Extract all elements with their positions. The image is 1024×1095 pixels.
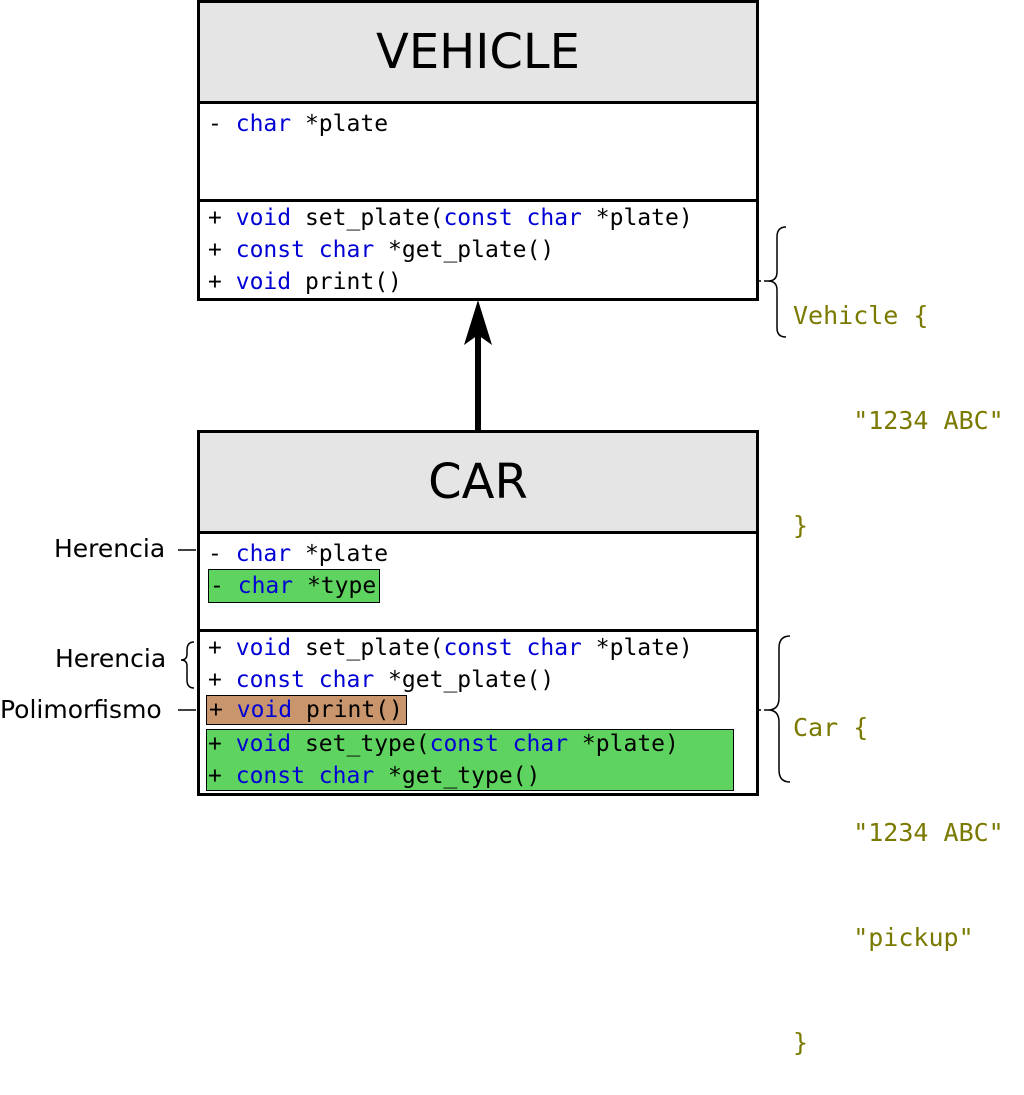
car-note-line-3: "pickup" (793, 923, 974, 952)
car-class-box: CAR - char *plate - char *type + void se… (197, 430, 759, 796)
vehicle-note-brace (767, 226, 787, 338)
herencia-attr-label: Herencia (54, 534, 166, 563)
car-method-print-override: + void print() (206, 695, 407, 725)
inheritance-arrowhead (464, 300, 492, 345)
car-note-line-2: "1234 ABC" (793, 818, 1004, 847)
car-new-methods-highlight (206, 729, 734, 791)
car-note-line-1: Car { (793, 713, 869, 742)
vehicle-note-line-1: Vehicle { (793, 301, 929, 330)
car-methods-section: + void set_plate(const char *plate) + co… (200, 632, 756, 793)
car-method-set-plate: + void set_plate(const char *plate) (208, 635, 693, 661)
car-instance-note: Car { "1234 ABC" "pickup" } (793, 640, 1004, 1095)
vehicle-class-box: VEHICLE - char *plate + void set_plate(c… (197, 0, 759, 301)
vehicle-instance-note: Vehicle { "1234 ABC" } (793, 228, 1004, 578)
vehicle-attr-plate: - char *plate (208, 111, 389, 137)
car-method-get-plate: + const char *get_plate() (208, 667, 555, 693)
car-attr-plate: - char *plate (208, 541, 389, 567)
herencia-methods-label: Herencia (55, 644, 167, 673)
vehicle-method-set-plate: + void set_plate(const char *plate) (208, 205, 693, 231)
car-attr-type-new: - char *type (207, 569, 381, 603)
vehicle-class-title: VEHICLE (200, 3, 756, 104)
vehicle-note-line-2: "1234 ABC" (793, 406, 1004, 435)
car-method-set-type-new: + void set_type(const char *plate) (208, 731, 679, 757)
vehicle-note-line-3: } (793, 511, 809, 540)
vehicle-method-print: + void print() (208, 269, 402, 295)
vehicle-method-get-plate: + const char *get_plate() (208, 237, 555, 263)
vehicle-attributes-section: - char *plate (200, 104, 756, 202)
car-note-brace (767, 635, 791, 783)
car-attributes-section: - char *plate - char *type (200, 534, 756, 632)
polimorfismo-label: Polimorfismo (0, 695, 162, 724)
car-note-line-4: } (793, 1028, 809, 1057)
car-class-title: CAR (200, 433, 756, 534)
car-method-get-type-new: + const char *get_type() (208, 763, 541, 789)
herencia-methods-brace (180, 641, 195, 689)
vehicle-methods-section: + void set_plate(const char *plate) + co… (200, 202, 756, 298)
